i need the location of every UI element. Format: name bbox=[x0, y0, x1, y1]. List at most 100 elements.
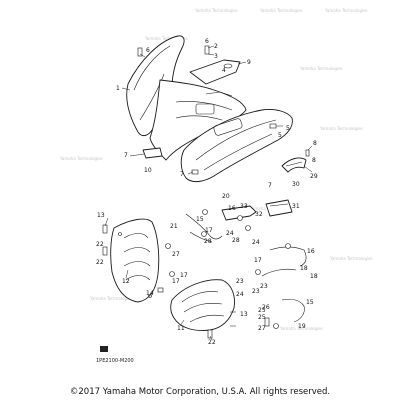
bolt-icon bbox=[157, 287, 164, 293]
callout-number: 24 bbox=[226, 230, 234, 237]
bolt-icon bbox=[264, 317, 270, 327]
bolt-icon bbox=[102, 246, 108, 256]
callout-number: 17 bbox=[254, 257, 262, 264]
nut-icon bbox=[201, 231, 207, 237]
bolt-icon bbox=[191, 169, 199, 175]
callout-number: 22 bbox=[96, 241, 104, 248]
bolt-icon bbox=[305, 149, 310, 157]
rear-fender-part bbox=[126, 35, 247, 161]
lower-guard-part bbox=[170, 279, 235, 331]
callout-number: 27 bbox=[258, 325, 266, 332]
watermark: Yamaha Technologies bbox=[259, 8, 303, 13]
callout-number: 12 bbox=[122, 278, 130, 285]
callout-number: 17 bbox=[172, 278, 180, 285]
watermark: Yamaha Technologies bbox=[89, 296, 133, 301]
callout-number: 28 bbox=[204, 238, 212, 245]
callout-number: 2 bbox=[214, 43, 218, 50]
nut-icon bbox=[202, 209, 208, 215]
callout-number: 13 bbox=[97, 212, 105, 219]
rear-bracket-part bbox=[281, 157, 307, 173]
copyright-notice: ©2017 Yamaha Motor Corporation, U.S.A. A… bbox=[69, 387, 331, 397]
callout-number: 33 bbox=[240, 203, 248, 210]
callout-number: 17 bbox=[205, 227, 213, 234]
watermark: Yamaha Technologies bbox=[324, 8, 368, 13]
callout-number: 26 bbox=[262, 304, 270, 311]
callout-number: 8 bbox=[312, 157, 316, 164]
callout-number: 31 bbox=[292, 203, 300, 210]
callout-number: 6 bbox=[205, 38, 209, 45]
callout-number: 27 bbox=[172, 251, 180, 258]
callout-number: 28 bbox=[232, 237, 240, 244]
bolt-icon bbox=[207, 329, 213, 339]
callout-number: 22 bbox=[208, 339, 216, 346]
callout-number: 24 bbox=[252, 239, 260, 246]
callout-number: 13 bbox=[240, 311, 248, 318]
watermark: Yamaha Technologies bbox=[279, 326, 323, 331]
callout-number: 19 bbox=[298, 323, 306, 330]
mud-flap-part bbox=[189, 59, 241, 85]
bolt-icon bbox=[204, 45, 210, 55]
callout-number: 25 bbox=[258, 307, 266, 314]
callout-number: 3 bbox=[214, 53, 218, 60]
bolt-icon bbox=[269, 123, 277, 129]
callout-number: 32 bbox=[255, 211, 263, 218]
callout-number: 22 bbox=[96, 259, 104, 266]
nut-icon bbox=[245, 225, 251, 231]
callout-number: 8 bbox=[313, 140, 317, 147]
callout-number: 23 bbox=[236, 278, 244, 285]
callout-number: 21 bbox=[170, 223, 178, 230]
callout-number: 24 bbox=[236, 291, 244, 298]
drawing-code: 1PE2100-M200 bbox=[96, 358, 134, 364]
bolt-icon bbox=[137, 47, 143, 57]
callout-number: 18 bbox=[310, 273, 318, 280]
bolt-icon bbox=[102, 224, 108, 234]
callout-number: 9 bbox=[247, 59, 251, 66]
callout-number: 23 bbox=[260, 283, 268, 290]
nut-icon bbox=[169, 271, 175, 277]
mount-bracket-part bbox=[221, 199, 293, 221]
watermark: Yamaha Technologies bbox=[144, 36, 188, 41]
callout-number: 30 bbox=[292, 181, 300, 188]
callout-number: 5 bbox=[278, 132, 282, 139]
side-cover-part bbox=[180, 109, 293, 183]
callout-number: 16 bbox=[307, 248, 315, 255]
small-bracket-part bbox=[142, 147, 163, 159]
watermark: Yamaha Technologies bbox=[194, 8, 238, 13]
callout-number: 5 bbox=[286, 125, 290, 132]
fasteners bbox=[102, 45, 310, 339]
callout-number: 25 bbox=[258, 314, 266, 321]
callout-labels: 1 2 3 4 5 6 7 8 9 10 11 12 13 14 15 16 1… bbox=[96, 38, 318, 346]
callout-number: 18 bbox=[300, 265, 308, 272]
callout-number: 1 bbox=[116, 85, 120, 92]
watermark: Yamaha Technologies bbox=[299, 66, 343, 71]
callout-number: 15 bbox=[306, 299, 314, 306]
callout-number: 10 bbox=[144, 167, 152, 174]
drawing-code-block: 1PE2100-M200 bbox=[96, 346, 134, 364]
callout-number: 16 bbox=[228, 205, 236, 212]
callout-number: 7 bbox=[180, 171, 184, 178]
callout-number: 4 bbox=[222, 67, 226, 74]
callout-number: 23 bbox=[252, 288, 260, 295]
left-guard-part bbox=[110, 218, 160, 303]
callout-number: 7 bbox=[124, 152, 128, 159]
fr-marker-icon bbox=[100, 346, 108, 352]
callout-number: 29 bbox=[310, 173, 318, 180]
nut-icon bbox=[255, 269, 261, 275]
leader-lines bbox=[104, 45, 313, 341]
watermark: Yamaha Technologies bbox=[319, 126, 363, 131]
watermark: Yamaha Technologies bbox=[59, 156, 103, 161]
callout-number: 17 bbox=[180, 272, 188, 279]
watermark: Yamaha Technologies bbox=[329, 256, 373, 261]
callout-number: 14 bbox=[146, 290, 154, 297]
callout-number: 15 bbox=[196, 216, 204, 223]
nut-icon bbox=[165, 243, 171, 249]
stay-wires bbox=[185, 213, 307, 323]
nut-icon bbox=[285, 243, 291, 249]
nut-icon bbox=[237, 215, 243, 221]
callout-number: 7 bbox=[268, 182, 272, 189]
callout-number: 11 bbox=[177, 325, 185, 332]
callout-number: 6 bbox=[146, 47, 150, 54]
nut-icon bbox=[273, 323, 279, 329]
callout-number: 20 bbox=[222, 193, 230, 200]
